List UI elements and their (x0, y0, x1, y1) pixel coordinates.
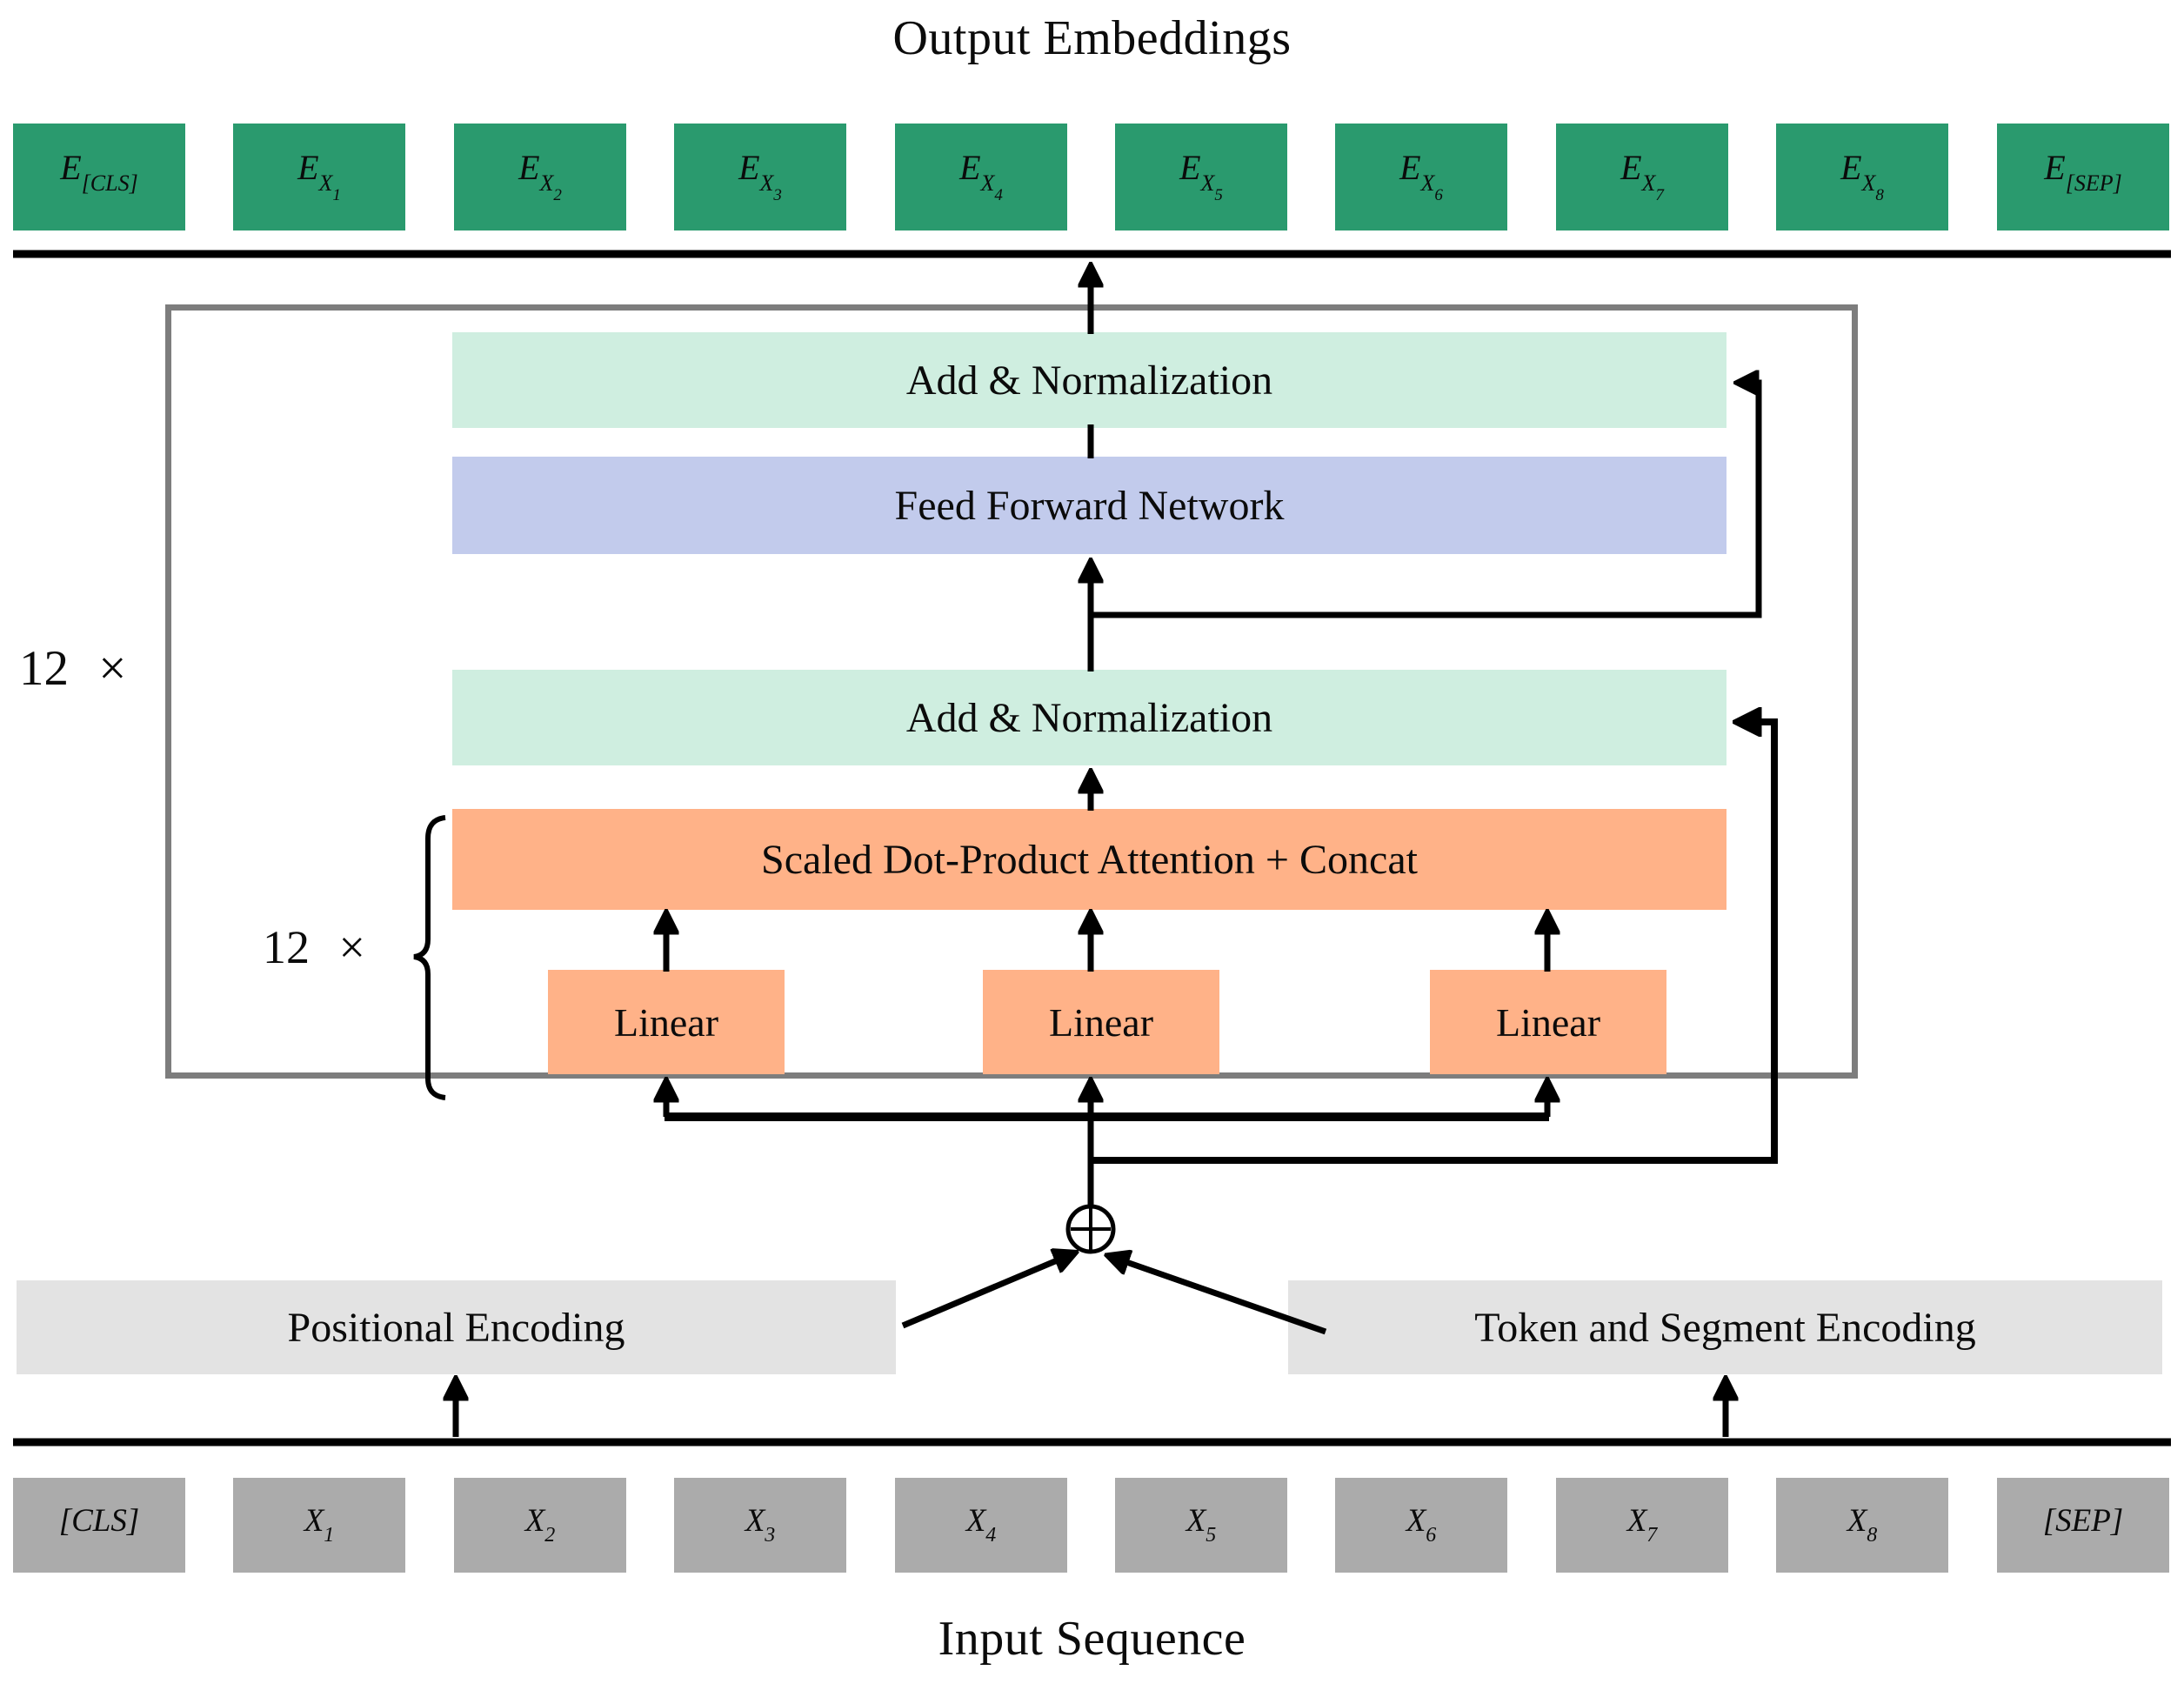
linear-block-value: Linear (1430, 970, 1666, 1074)
token-segment-encoding-block: Token and Segment Encoding (1288, 1280, 2162, 1374)
input-token-box: X1 (233, 1478, 405, 1573)
input-token-label: [SEP] (2042, 1503, 2124, 1539)
output-token-box: E[SEP] (1997, 124, 2169, 230)
encoder-layer-frame (165, 304, 1858, 1079)
output-token-label: E[CLS] (60, 148, 138, 196)
input-token-label: X5 (1186, 1503, 1217, 1547)
output-token-label: EX1 (297, 148, 341, 204)
input-token-box: X4 (895, 1478, 1067, 1573)
linear-label: Linear (1495, 999, 1601, 1045)
output-token-box: EX3 (674, 124, 846, 230)
output-embeddings-title: Output Embeddings (892, 11, 1292, 65)
output-token-box: EX6 (1335, 124, 1507, 230)
output-token-box: EX2 (454, 124, 626, 230)
output-token-label: EX2 (518, 148, 562, 204)
input-token-label: X1 (304, 1503, 335, 1547)
input-token-label: X8 (1847, 1503, 1878, 1547)
attention-label: Scaled Dot-Product Attention + Concat (761, 836, 1418, 883)
output-token-label: EX5 (1179, 148, 1223, 204)
add-norm-top-label: Add & Normalization (905, 357, 1273, 404)
output-token-box: EX1 (233, 124, 405, 230)
output-token-label: EX8 (1840, 148, 1884, 204)
input-token-label: [CLS] (58, 1503, 140, 1539)
head-multiplier-inner: 12 × (263, 921, 365, 973)
input-token-box: X8 (1776, 1478, 1948, 1573)
output-token-box: EX7 (1556, 124, 1728, 230)
add-norm-bottom-block: Add & Normalization (452, 670, 1726, 765)
feed-forward-block: Feed Forward Network (452, 457, 1726, 554)
add-norm-bottom-label: Add & Normalization (905, 694, 1273, 741)
input-token-label: X4 (965, 1503, 997, 1547)
output-token-label: EX3 (738, 148, 782, 204)
input-token-box: X3 (674, 1478, 846, 1573)
attention-block: Scaled Dot-Product Attention + Concat (452, 809, 1726, 910)
output-token-label: EX4 (959, 148, 1003, 204)
positional-encoding-label: Positional Encoding (287, 1304, 625, 1351)
output-token-box: EX8 (1776, 124, 1948, 230)
linear-block-key: Linear (983, 970, 1219, 1074)
input-sequence-title: Input Sequence (938, 1612, 1246, 1666)
input-token-box: X6 (1335, 1478, 1507, 1573)
token-segment-encoding-label: Token and Segment Encoding (1474, 1304, 1976, 1351)
output-token-label: EX7 (1620, 148, 1664, 204)
feed-forward-label: Feed Forward Network (894, 482, 1285, 529)
add-norm-top-block: Add & Normalization (452, 332, 1726, 428)
output-token-label: E[SEP] (2044, 148, 2122, 196)
positional-encoding-block: Positional Encoding (17, 1280, 896, 1374)
arrow-positional-to-sum (901, 1254, 1072, 1329)
input-token-box: [CLS] (13, 1478, 185, 1573)
output-token-box: EX5 (1115, 124, 1287, 230)
linear-block-query: Linear (548, 970, 785, 1074)
input-token-label: X2 (524, 1503, 556, 1547)
linear-label: Linear (1048, 999, 1154, 1045)
output-token-label: EX6 (1399, 148, 1443, 204)
input-token-label: X6 (1406, 1503, 1437, 1547)
plus-circle-icon (1065, 1204, 1116, 1254)
input-token-label: X7 (1626, 1503, 1658, 1547)
input-token-box: X5 (1115, 1478, 1287, 1573)
output-token-box: EX4 (895, 124, 1067, 230)
input-token-label: X3 (745, 1503, 776, 1547)
input-token-box: X2 (454, 1478, 626, 1573)
layer-multiplier-outer: 12 × (19, 641, 127, 696)
output-token-box: E[CLS] (13, 124, 185, 230)
input-token-box: X7 (1556, 1478, 1728, 1573)
linear-label: Linear (613, 999, 719, 1045)
input-token-box: [SEP] (1997, 1478, 2169, 1573)
